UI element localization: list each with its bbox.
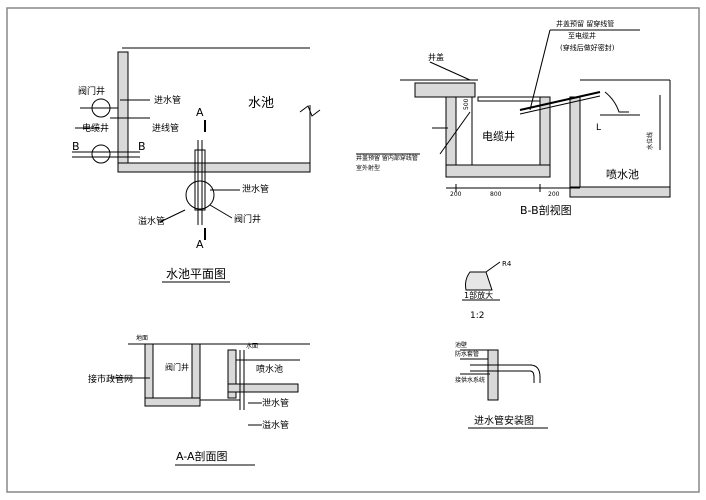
aa-fountain-label: 喷水池 [256,363,283,375]
bb-dim-2: 800 [490,191,502,198]
sheet-border [6,7,700,493]
aa-overflow-label: 溢水管 [262,419,289,431]
bb-dim-3: 200 [548,191,560,198]
plan-section-a-top: A [196,106,204,119]
plan-section-b-left: B [72,140,80,153]
inlet-label-2: 防水套管 [455,350,479,358]
plan-valve-well-2-label: 阀门井 [234,213,261,225]
bb-note-top-1: 井盖预留 留穿线管 [556,19,614,28]
aa-ground-label: 地面 [136,334,148,342]
detail-1-view [462,261,501,301]
bb-cover-label: 井盖 [428,52,444,62]
plan-drain-pipe-label: 泄水管 [242,183,269,195]
bb-note-top-2: 至电缆井 [568,31,596,40]
inlet-label-3: 接供水系统 [455,376,485,384]
bb-dim-v: 500 [463,98,470,110]
plan-conduit-label: 进线管 [152,122,179,134]
plan-cable-well-label: 电缆井 [82,122,109,134]
aa-section-title: A-A剖面图 [176,449,228,463]
pool-plan-view [72,47,321,283]
inlet-label-1: 池壁 [455,341,467,349]
plan-overflow-pipe-label: 溢水管 [138,215,165,227]
detail-radius-label: R4 [502,260,512,268]
bb-section-view [356,29,671,198]
aa-municipal-label: 接市政管网 [88,373,133,385]
aa-drain-label: 泄水管 [262,397,289,409]
bb-fountain-pool-label: 喷水池 [606,168,639,181]
inlet-install-view [460,349,548,429]
plan-view-title: 水池平面图 [166,267,226,281]
bb-cable-well-label: 电缆井 [482,129,515,143]
aa-section-view [110,343,310,466]
plan-valve-well-label: 阀门井 [78,85,105,97]
aa-valve-well-label: 阀门井 [165,362,189,372]
bb-section-title: B-B剖视图 [520,203,572,217]
aa-ground-2-label: 水面 [246,342,258,350]
bb-note-left-2: 室外射型 [356,164,380,172]
plan-section-a-bottom: A [196,238,204,251]
pool-label: 水池 [248,96,274,111]
plan-inlet-pipe-label: 进水管 [154,94,181,106]
bb-note-left-1: 井盖预留 留内部穿线管 [356,154,418,162]
plan-section-b-right: B [138,140,146,153]
bb-dim-1: 200 [450,191,462,198]
detail-title: 1部放大 [464,290,493,300]
inlet-install-title: 进水管安装图 [474,414,534,427]
bb-detail-tag: L [596,123,601,133]
bb-water-level: 水位线 [646,132,654,150]
detail-scale: 1:2 [470,311,484,321]
bb-note-top-3: (穿线后做好密封) [560,43,615,52]
